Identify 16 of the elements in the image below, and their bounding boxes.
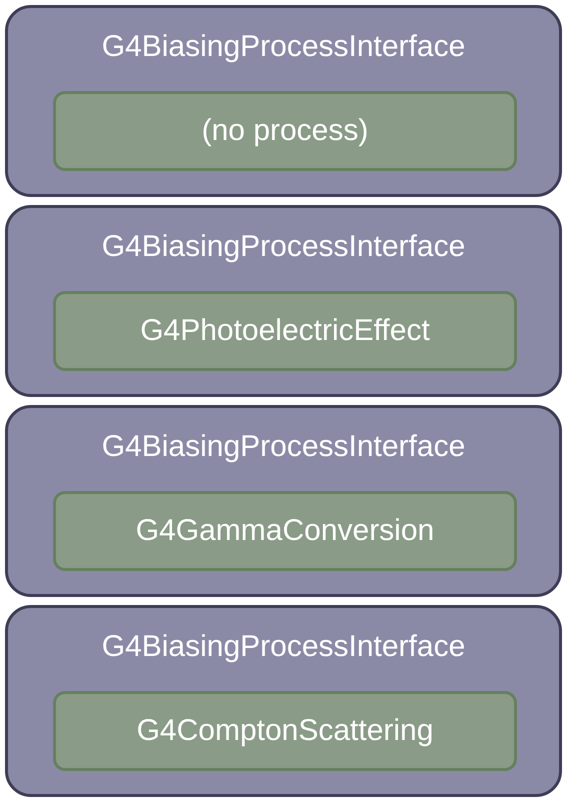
process-label: G4ComptonScattering <box>136 714 434 748</box>
container-box <box>5 205 562 397</box>
container-title: G4BiasingProcessInterface <box>100 430 466 464</box>
process-label: G4PhotoelectricEffect <box>140 314 430 348</box>
process-box <box>53 691 517 771</box>
process-label: (no process) <box>202 114 368 148</box>
container-box <box>5 605 562 797</box>
container-box <box>5 405 562 597</box>
process-label: G4GammaConversion <box>136 514 434 548</box>
process-box <box>53 291 517 371</box>
container-title: G4BiasingProcessInterface <box>100 630 466 664</box>
container-title: G4BiasingProcessInterface <box>100 30 466 64</box>
process-box <box>53 491 517 571</box>
container-title: G4BiasingProcessInterface <box>100 230 466 264</box>
process-box <box>53 91 517 171</box>
container-box <box>5 5 562 197</box>
